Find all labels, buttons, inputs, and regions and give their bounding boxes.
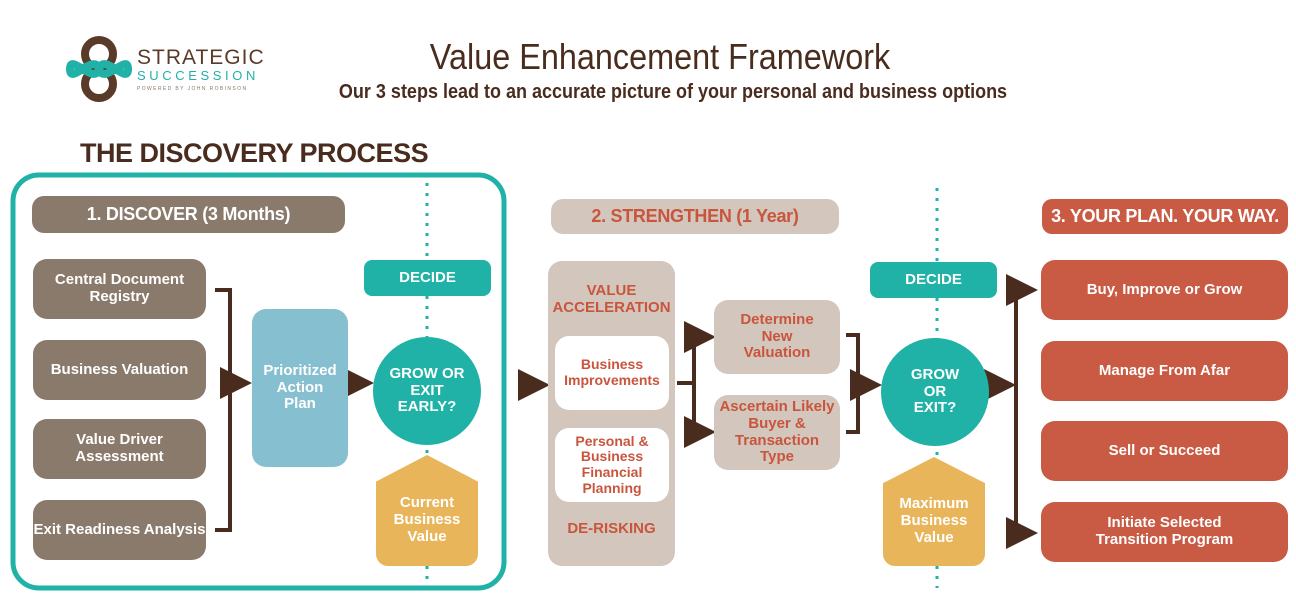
plan-option-1: Buy, Improve or Grow <box>1041 260 1288 320</box>
current-value-box: Current Business Value <box>376 455 478 566</box>
bracket-outcomes <box>846 333 860 434</box>
decide-label-2: DECIDE <box>870 262 997 298</box>
strengthen-column <box>548 261 675 566</box>
brand-name-line2: SUCCESSION <box>137 68 259 83</box>
discover-item-3: Value Driver Assessment <box>33 419 206 479</box>
de-risking-label: DE-RISKING <box>567 520 656 537</box>
action-plan-box: Prioritized Action Plan <box>252 309 348 467</box>
logo <box>64 36 134 102</box>
plan-option-2: Manage From Afar <box>1041 341 1288 401</box>
step-2-label: 2. STRENGTHEN (1 Year) <box>551 199 839 234</box>
outcome-buyer: Ascertain Likely Buyer & Transaction Typ… <box>714 395 840 470</box>
decision-circle-2: GROW OR EXIT? <box>881 338 989 446</box>
discover-item-1: Central Document Registry <box>33 259 206 319</box>
strengthen-item-1: Business Improvements <box>555 336 669 410</box>
brand-name-line1: STRATEGIC <box>137 46 265 69</box>
bracket-discover-items <box>215 288 232 532</box>
step-3-label: 3. YOUR PLAN. YOUR WAY. <box>1042 199 1288 234</box>
outcome-valuation: Determine New Valuation <box>714 300 840 374</box>
decide-label-1: DECIDE <box>364 260 491 296</box>
page-title: Value Enhancement Framework <box>429 36 891 77</box>
strengthen-item-2: Personal & Business Financial Planning <box>555 428 669 502</box>
discover-item-2: Business Valuation <box>33 340 206 400</box>
plan-option-3: Sell or Succeed <box>1041 421 1288 481</box>
step-1-label: 1. DISCOVER (3 Months) <box>32 196 345 233</box>
plan-option-4: Initiate Selected Transition Program <box>1041 502 1288 562</box>
maximum-value-box: Maximum Business Value <box>883 457 985 566</box>
discover-item-4: Exit Readiness Analysis <box>33 500 206 560</box>
discovery-frame <box>10 172 507 591</box>
discovery-heading: THE DISCOVERY PROCESS <box>80 138 429 168</box>
brand-tagline: POWERED BY JOHN ROBINSON <box>137 86 248 92</box>
infinity-logo-icon <box>65 36 133 102</box>
value-acceleration-label: VALUE ACCELERATION <box>552 282 671 316</box>
page-subtitle: Our 3 steps lead to an accurate picture … <box>338 81 1008 103</box>
decision-circle-1: GROW OR EXIT EARLY? <box>373 337 481 445</box>
